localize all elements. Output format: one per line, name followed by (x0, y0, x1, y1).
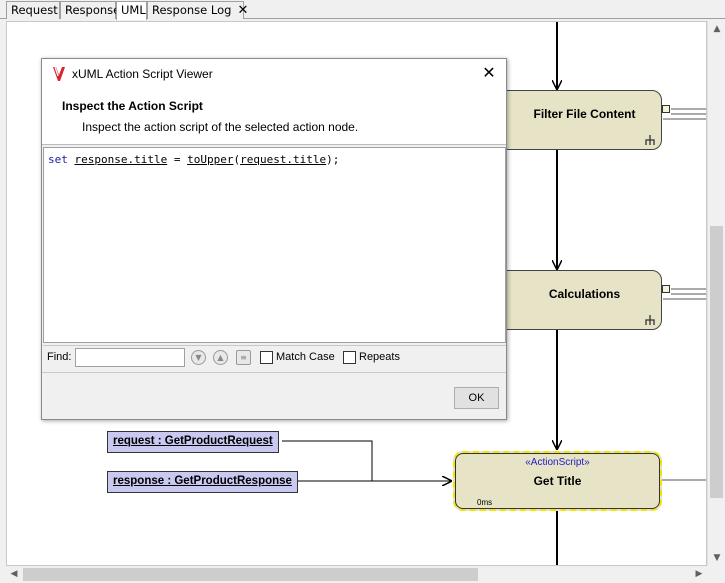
repeats-checkbox[interactable] (343, 351, 356, 364)
action-script-viewer-dialog: xUML Action Script Viewer ✕ Inspect the … (41, 58, 507, 420)
tab-bar: Request Response UML Response Log ✕ (0, 0, 725, 20)
dialog-title: xUML Action Script Viewer (72, 67, 213, 81)
object-node-response[interactable]: response : GetProductResponse (107, 471, 298, 493)
script-code-line[interactable]: set response.title = toUpper(request.tit… (48, 153, 340, 166)
action-node-filter-label: Filter File Content (533, 107, 636, 121)
vertical-scroll-thumb[interactable] (710, 226, 723, 498)
app-logo-icon (53, 66, 65, 81)
dialog-heading: Inspect the Action Script (62, 99, 203, 113)
object-node-request[interactable]: request : GetProductRequest (107, 431, 279, 453)
scroll-down-icon[interactable]: ▼ (713, 553, 721, 563)
tab-uml[interactable]: UML (116, 1, 147, 20)
tab-request-label: Request (11, 3, 58, 17)
tab-request[interactable]: Request (6, 1, 60, 19)
scroll-up-icon[interactable]: ▲ (713, 24, 721, 34)
action-node-get-title-label: Get Title (533, 474, 582, 488)
diagram-edges (282, 22, 706, 565)
horizontal-scrollbar[interactable]: ◀ ▶ (6, 566, 707, 583)
output-pin[interactable] (662, 105, 670, 113)
match-case-checkbox[interactable] (260, 351, 273, 364)
fork-icon (645, 315, 655, 325)
close-icon[interactable]: ✕ (237, 3, 249, 18)
output-pin[interactable] (662, 285, 670, 293)
match-case-label: Match Case (276, 351, 335, 363)
edge-request-flow (282, 440, 451, 481)
tab-response-label: Response (65, 3, 121, 17)
code-operator: = (167, 153, 188, 166)
vertical-scrollbar[interactable]: ▲ ▼ (707, 21, 725, 566)
dialog-description: Inspect the action script of the selecte… (82, 120, 359, 134)
code-target: response.title (74, 153, 168, 166)
scroll-left-icon[interactable]: ◀ (10, 569, 18, 579)
find-previous-icon[interactable]: ▲ (213, 350, 228, 365)
repeats-label: Repeats (359, 351, 400, 363)
find-bar: Find: ▼ ▲ ≡ Match Case Repeats (43, 345, 506, 369)
fork-icon (645, 135, 655, 145)
tab-response-log-label: Response Log (152, 3, 232, 17)
tab-uml-label: UML (121, 3, 146, 17)
close-icon[interactable]: ✕ (482, 63, 496, 82)
scroll-right-icon[interactable]: ▶ (695, 569, 703, 579)
horizontal-scroll-thumb[interactable] (23, 568, 478, 581)
dialog-footer: OK (42, 372, 506, 420)
tab-response[interactable]: Response (60, 1, 120, 19)
stereotype-label: «ActionScript» (525, 457, 590, 468)
code-function: toUpper (187, 153, 234, 166)
execution-time-label: 0ms (477, 498, 493, 507)
code-argument: request.title (240, 153, 327, 166)
find-next-icon[interactable]: ▼ (191, 350, 206, 365)
find-options-icon[interactable]: ≡ (236, 350, 251, 365)
find-label: Find: (47, 351, 72, 363)
dialog-title-bar: xUML Action Script Viewer ✕ (42, 59, 506, 89)
action-node-get-title[interactable]: «ActionScript» Get Title 0ms (453, 451, 662, 511)
code-terminator: ; (332, 153, 340, 166)
dialog-header: Inspect the Action Script Inspect the ac… (42, 89, 506, 145)
action-node-calculations-label: Calculations (548, 287, 621, 301)
find-input[interactable] (75, 348, 185, 367)
ok-button[interactable]: OK (454, 387, 499, 409)
code-keyword: set (48, 153, 68, 166)
tab-response-log[interactable]: Response Log ✕ (147, 1, 248, 19)
script-editor[interactable]: set response.title = toUpper(request.tit… (43, 147, 506, 343)
